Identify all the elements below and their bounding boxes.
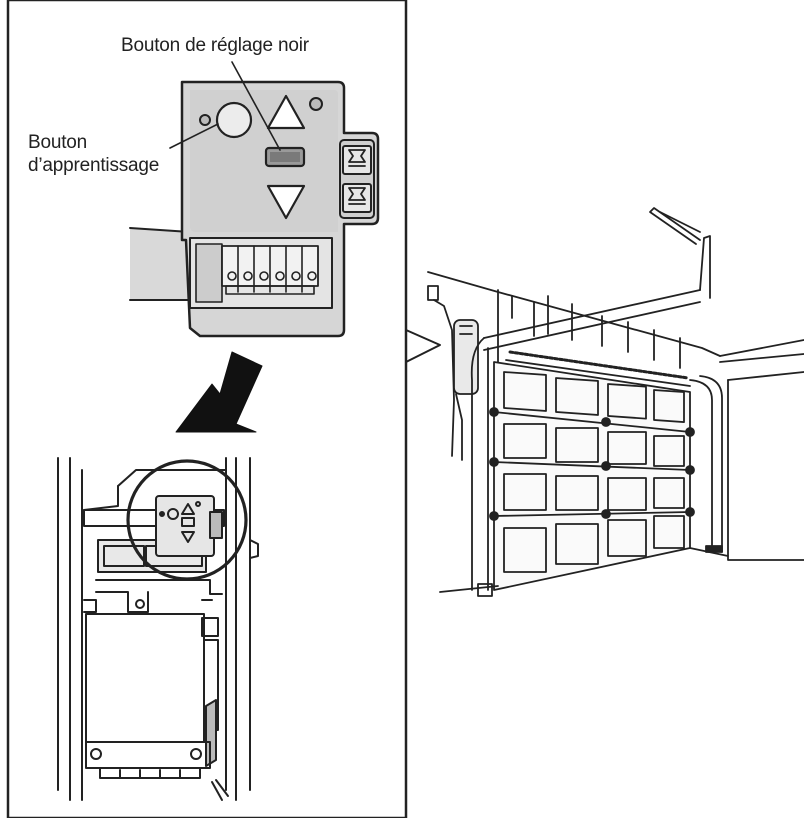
down-arrow-button	[266, 184, 306, 220]
label-learn-button: Bouton d’apprentissage	[28, 131, 159, 177]
black-adjust-button-small	[181, 517, 195, 527]
motor-unit	[57, 457, 259, 801]
label-learn-line1: Bouton	[28, 132, 88, 153]
label-learn-line2: d’apprentissage	[28, 155, 160, 176]
garage-door-scene	[427, 207, 804, 597]
leader-learn-button	[169, 123, 219, 149]
up-arrow-button	[266, 94, 306, 130]
label-black-adjust-button: Bouton de réglage noir	[121, 35, 309, 56]
learn-button-small	[167, 508, 179, 520]
zoomed-control-panel	[129, 80, 380, 338]
led-indicator-small	[159, 511, 165, 517]
callout-pointer	[405, 329, 441, 363]
led-indicator-left	[199, 114, 211, 126]
zoom-arrow	[175, 351, 263, 433]
leader-black-button	[231, 61, 281, 151]
led-indicator-right	[309, 97, 323, 111]
learn-button-large	[215, 101, 253, 139]
